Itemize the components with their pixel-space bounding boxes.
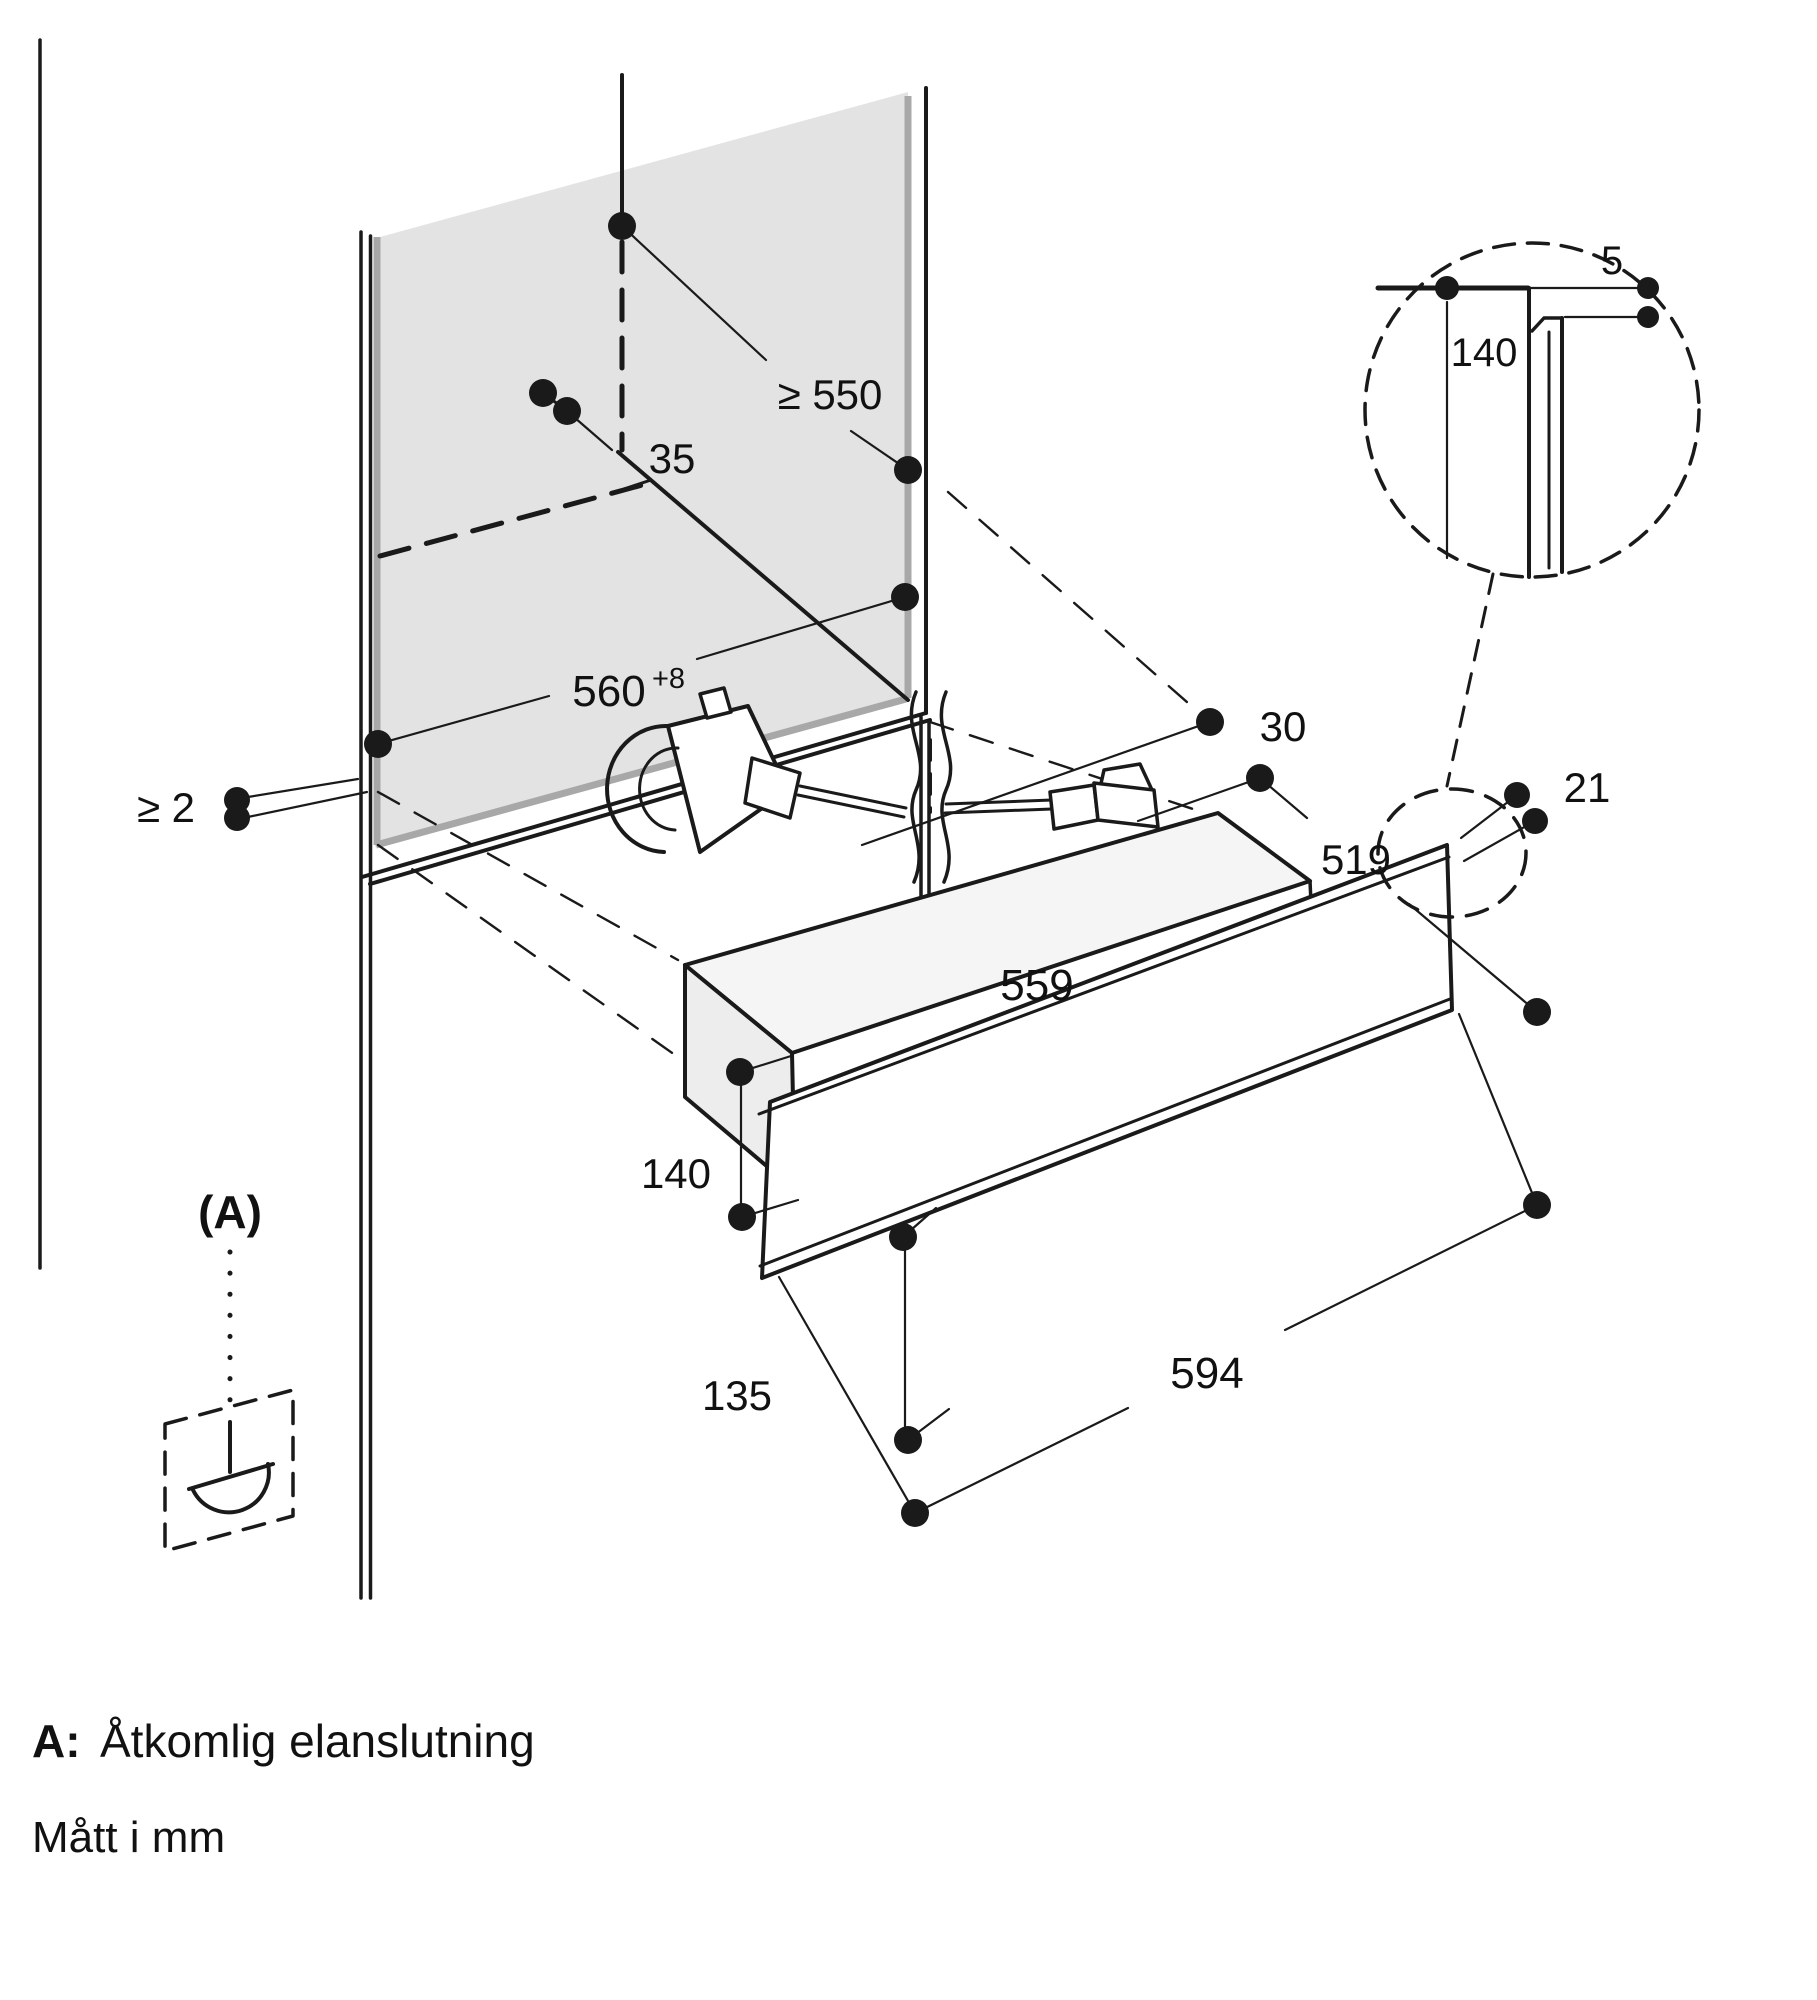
dot-niche-width-right [891, 583, 919, 611]
dot-detail-gap-b [1637, 306, 1659, 328]
dim-niche-width-line-right [695, 595, 907, 661]
label-niche-width: 560 [572, 667, 645, 716]
dot-niche-depth-top [608, 212, 636, 240]
label-side-gap: ≥ 2 [137, 784, 195, 831]
projection-line-left-upper [376, 790, 680, 962]
detail-reference-line [1445, 572, 1495, 788]
dim-front-width-line-right [1283, 1203, 1539, 1332]
legend-description: Åtkomlig elanslutning [100, 1715, 535, 1767]
power-plug-icon [605, 686, 802, 854]
dim-depth-line-lower [1407, 902, 1539, 1014]
cable-segment-1b [796, 793, 906, 819]
front-panel-bottom-thickness-line [758, 997, 1452, 1268]
dot-detail-floor [1435, 276, 1459, 300]
dim-connector-offset-leader-a [860, 720, 1212, 847]
niche-floor-front-edge-top [360, 711, 928, 879]
dim-niche-width-line-left [376, 694, 551, 746]
cable-segment-1a [798, 784, 908, 810]
dim-front-width-line-left [913, 1406, 1130, 1515]
callout-a-label: (A) [198, 1186, 262, 1238]
front-panel-top-thickness-line [757, 855, 1451, 1116]
plug-face-inner-arc [638, 746, 680, 832]
label-detail-gap: 5 [1601, 239, 1623, 283]
dim-niche-depth-leader-a [620, 224, 768, 362]
dot-overhang-a [1504, 782, 1530, 808]
legend-key: A: [32, 1715, 81, 1767]
label-niche-width-tolerance: +8 [652, 663, 685, 695]
dot-rear-clearance-a [529, 379, 557, 407]
dim-connector-offset-leader-b [1136, 776, 1262, 823]
dot-side-gap-b [224, 805, 250, 831]
drawer-front-panel [760, 843, 1454, 1280]
connector-collar [1048, 783, 1100, 831]
niche-interior-corner-line [616, 450, 910, 702]
socket-chord [187, 1462, 275, 1491]
label-front-overhang: 21 [1564, 764, 1611, 811]
cable-break-mark-left [909, 690, 923, 884]
dot-niche-depth-bottom [894, 456, 922, 484]
label-appliance-depth: 519 [1321, 836, 1391, 883]
projection-line-right [928, 720, 1204, 814]
dim-front-width-leader-right [1457, 1012, 1539, 1207]
dot-connector-offset-b [1246, 764, 1274, 792]
cable-break-mark-right [939, 690, 953, 884]
dot-height-top [726, 1058, 754, 1086]
socket-arc [191, 1462, 271, 1515]
dot-depth-end [1523, 998, 1551, 1026]
label-detail-height: 140 [1451, 331, 1518, 375]
detail-circle-outline [1363, 241, 1701, 579]
hidden-rear-edge-line [377, 481, 649, 559]
niche-floor-front-edge-bottom [368, 718, 932, 886]
dot-front-height-top [889, 1223, 917, 1251]
units-note: Mått i mm [32, 1813, 225, 1862]
appliance-connector-icon [1048, 762, 1160, 831]
socket-location-box [163, 1388, 295, 1553]
dim-side-gap-leader-b [246, 790, 369, 819]
dim-side-gap-leader-a [246, 777, 360, 799]
label-appliance-width: 559 [1000, 961, 1073, 1010]
cable-segment-2a [944, 798, 1054, 806]
dot-overhang-b [1522, 808, 1548, 834]
dot-height-bottom [728, 1203, 756, 1231]
label-appliance-height: 140 [641, 1150, 711, 1197]
dot-connector-offset-a [1196, 708, 1224, 736]
dim-rear-clearance-tick [622, 478, 653, 491]
dot-detail-gap-a [1637, 277, 1659, 299]
cable-segment-2b [943, 807, 1054, 815]
niche-panel-bottom-edge [375, 695, 907, 849]
label-connector-offset: 30 [1260, 703, 1307, 750]
label-rear-clearance: 35 [649, 435, 696, 482]
detail-panel-step [1530, 316, 1564, 333]
plug-face-outer-arc [605, 723, 670, 854]
dim-overhang-leader-b [1462, 819, 1537, 863]
dot-niche-width-left [364, 730, 392, 758]
dot-front-height-bottom [894, 1426, 922, 1454]
projection-line-depth [946, 490, 1198, 712]
connector-body [1092, 781, 1160, 829]
label-front-panel-height: 135 [702, 1372, 772, 1419]
dot-side-gap-a [224, 787, 250, 813]
dot-rear-clearance-b [553, 397, 581, 425]
plug-cable-boot [743, 756, 802, 820]
socket-symbol-icon [187, 1420, 275, 1515]
label-front-panel-width: 594 [1170, 1349, 1243, 1398]
corner-detail-ellipse [1376, 787, 1528, 919]
dim-front-width-leader-left [777, 1275, 917, 1515]
dot-front-width-left [901, 1499, 929, 1527]
label-niche-depth: ≥ 550 [778, 371, 883, 418]
plug-earth-pin [698, 686, 733, 720]
dot-front-width-right [1523, 1191, 1551, 1219]
